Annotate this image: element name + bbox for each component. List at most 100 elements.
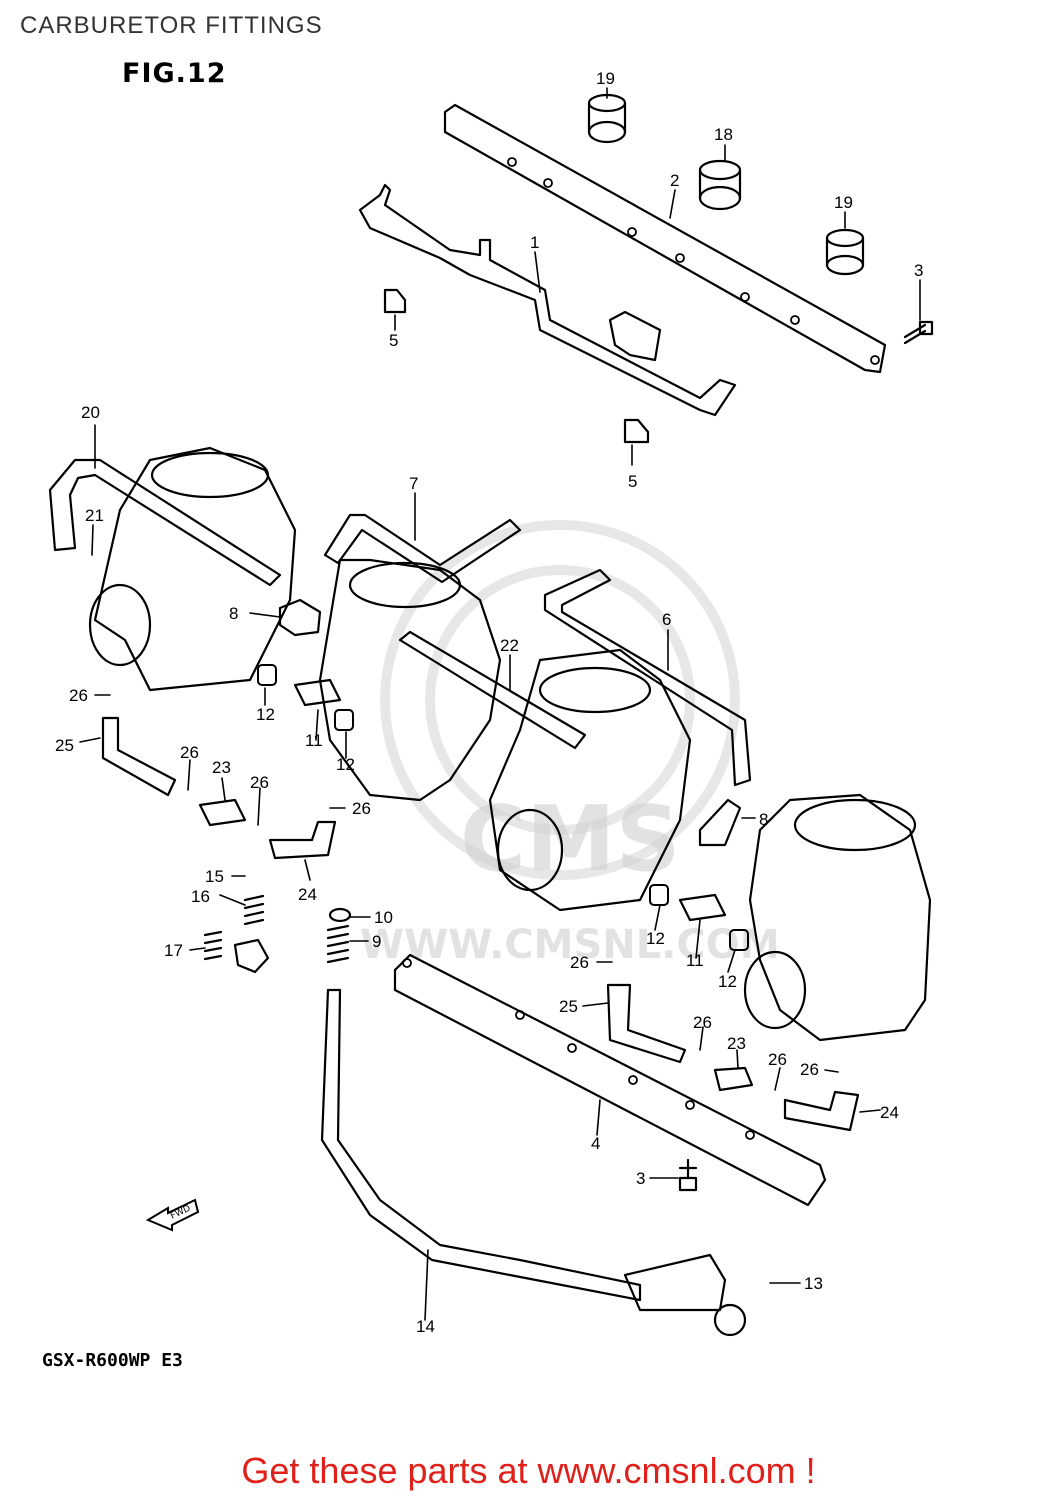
leader-lines — [79, 87, 921, 1321]
callout: 26 — [250, 773, 269, 792]
page-title: CARBURETOR FITTINGS — [20, 12, 323, 39]
carburetor-4 — [748, 793, 932, 1042]
callout: 20 — [81, 403, 100, 422]
callout: 5 — [389, 331, 398, 350]
throttle-adjuster — [623, 1253, 727, 1312]
callout: 5 — [628, 472, 637, 491]
carb-1-intake — [150, 451, 270, 499]
callout: 22 — [500, 636, 519, 655]
callout: 4 — [591, 1134, 600, 1153]
watermark — [380, 520, 740, 880]
callout: 12 — [256, 705, 275, 724]
callout: 24 — [880, 1103, 899, 1122]
callout: 15 — [205, 867, 224, 886]
parts-diagram: CMS WWW.CMSNL.COM — [48, 69, 934, 1337]
bracket-lower-holes — [402, 958, 755, 1140]
collar-19-top — [587, 93, 627, 144]
fitting-23-right — [713, 1066, 754, 1092]
watermark-logo: CMS — [460, 787, 680, 892]
adjuster-knob — [713, 1303, 747, 1337]
callout: 11 — [686, 951, 704, 970]
callout: 18 — [714, 125, 733, 144]
hose-24-left — [268, 820, 337, 860]
hose-14 — [320, 988, 642, 1302]
clip-5-right — [623, 418, 650, 444]
mount-piece — [233, 938, 270, 974]
forward-arrow: FWD — [145, 1198, 200, 1232]
bracket-upper — [443, 103, 887, 374]
callout: 26 — [693, 1013, 712, 1032]
callout: 3 — [636, 1169, 645, 1188]
callout: 12 — [718, 972, 737, 991]
carb-4-intake — [793, 798, 917, 852]
hose-25-left — [101, 716, 177, 797]
fitting-11-right — [678, 893, 727, 922]
callout: 16 — [191, 887, 210, 906]
carb-2-intake — [348, 561, 462, 609]
collar-18 — [698, 159, 742, 211]
fitting-8-left — [278, 598, 322, 637]
carb-3-intake — [538, 666, 652, 714]
callout: 8 — [229, 604, 238, 623]
callout: 21 — [85, 506, 104, 525]
callout: 26 — [352, 799, 371, 818]
callout: 9 — [372, 932, 381, 951]
callout: 26 — [570, 953, 589, 972]
carb-4-throat — [743, 950, 807, 1030]
callout: 1 — [530, 233, 539, 252]
bracket-lower — [393, 953, 827, 1207]
linkage-rod — [358, 183, 737, 417]
callout: 19 — [596, 69, 615, 88]
collar-19-right — [825, 228, 865, 276]
carburetor-1 — [93, 446, 297, 692]
model-code: GSX-R600WP E3 — [42, 1350, 183, 1371]
carb-1-throat — [88, 583, 152, 667]
callout: 12 — [646, 929, 665, 948]
cta-link[interactable]: Get these parts at www.cmsnl.com ! — [241, 1450, 816, 1491]
callout: 26 — [180, 743, 199, 762]
callout: 8 — [759, 810, 768, 829]
callout: 26 — [768, 1050, 787, 1069]
hose-6 — [543, 568, 752, 787]
spring-9 — [326, 924, 350, 964]
hose-25-right — [606, 983, 687, 1064]
callout: 7 — [409, 474, 418, 493]
callout: 11 — [305, 731, 323, 750]
fitting-8-right — [698, 798, 742, 847]
callout: 14 — [416, 1317, 435, 1336]
spring-16 — [243, 894, 265, 926]
callout: 26 — [800, 1060, 819, 1079]
callout: 10 — [374, 908, 393, 927]
callout: 12 — [336, 755, 355, 774]
callout-labels: 19 18 19 2 1 3 5 5 20 21 7 8 22 6 26 12 … — [55, 69, 923, 1336]
callout: 19 — [834, 193, 853, 212]
callout: 23 — [212, 758, 231, 777]
callout: 13 — [804, 1274, 823, 1293]
clip-5-left — [383, 288, 407, 314]
callout: 3 — [914, 261, 923, 280]
caps-12 — [257, 664, 749, 951]
callout: 23 — [727, 1034, 746, 1053]
carb-3-throat — [496, 808, 564, 892]
spring-17 — [203, 930, 223, 961]
fitting-11-left — [293, 678, 342, 707]
screw-3-bottom — [678, 1158, 698, 1192]
hose-22 — [398, 630, 587, 750]
callout: 17 — [164, 941, 183, 960]
hose-20 — [48, 458, 282, 587]
callout: 6 — [662, 610, 671, 629]
callout: 25 — [559, 997, 578, 1016]
hose-7 — [323, 513, 522, 584]
carburetor-3 — [488, 648, 692, 912]
callout: 25 — [55, 736, 74, 755]
hose-24-right — [783, 1090, 860, 1132]
callout: 24 — [298, 885, 317, 904]
callout: 2 — [670, 171, 679, 190]
bracket-holes — [507, 157, 880, 365]
screw-3-top — [903, 320, 934, 345]
carburetor-2 — [318, 558, 502, 802]
linkage-clip — [608, 310, 662, 362]
washer-10 — [328, 907, 352, 923]
figure-label: FIG.12 — [122, 58, 227, 89]
fitting-23-left — [198, 798, 247, 827]
